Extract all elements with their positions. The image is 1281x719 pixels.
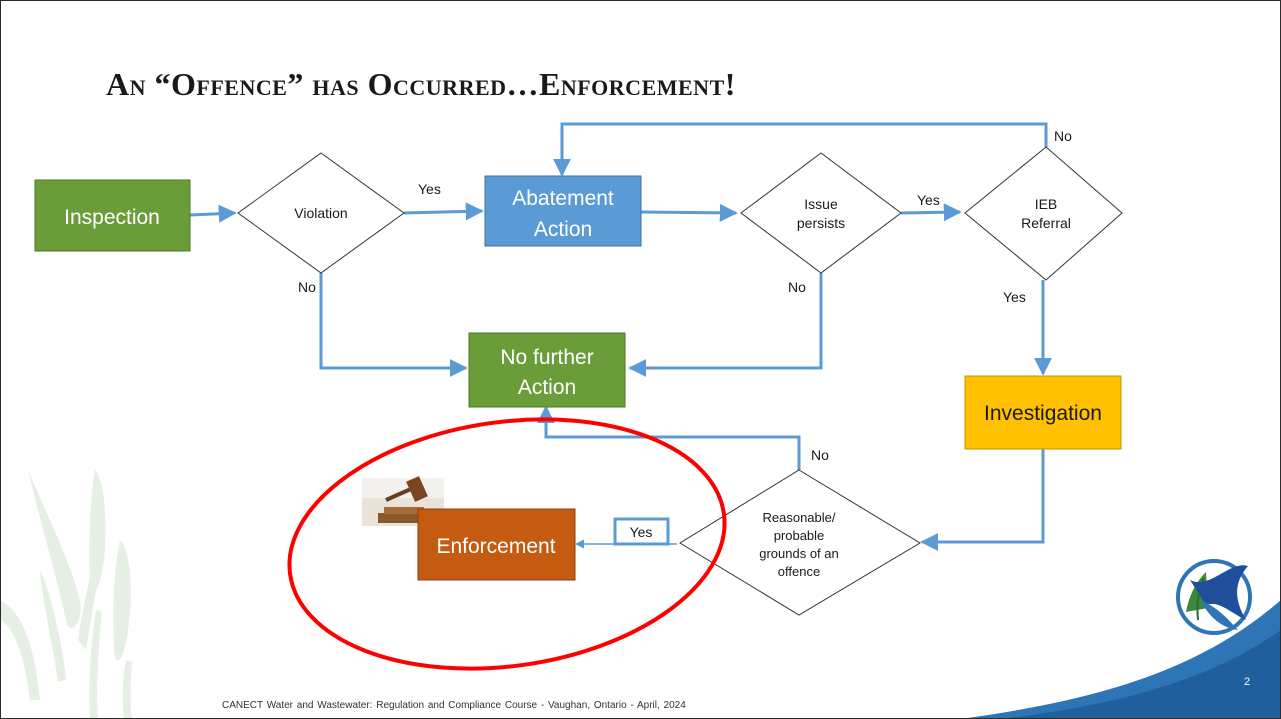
label-ieb-no: No [1054, 128, 1072, 144]
node-enforcement: Enforcement [417, 508, 576, 581]
svg-text:Issue: Issue [804, 196, 838, 212]
page-number: 2 [1244, 676, 1251, 688]
svg-text:probable: probable [774, 528, 825, 543]
svg-text:Enforcement: Enforcement [436, 535, 555, 558]
svg-text:Violation: Violation [294, 205, 347, 221]
node-no-further-action: No further Action [468, 332, 626, 408]
svg-text:Referral: Referral [1021, 215, 1071, 231]
edge-issue-nofurther [628, 273, 823, 377]
label-grounds-no: No [811, 447, 829, 463]
svg-text:grounds of an: grounds of an [759, 546, 839, 561]
svg-text:Abatement: Abatement [512, 187, 614, 210]
edge-ieb-abatement-loop [553, 122, 1048, 177]
svg-text:Reasonable/: Reasonable/ [763, 510, 836, 525]
label-grounds-yes: Yes [613, 517, 670, 546]
svg-text:Yes: Yes [630, 524, 653, 540]
label-ieb-yes: Yes [1003, 289, 1026, 305]
node-violation-decision: Violation [237, 152, 405, 274]
highlight-ellipse [287, 417, 727, 671]
svg-text:No further: No further [500, 346, 593, 369]
edge-violation-nofurther [319, 273, 468, 377]
svg-text:offence: offence [778, 564, 820, 579]
edge-violation-abatement [403, 202, 484, 221]
svg-text:Action: Action [534, 218, 592, 241]
node-reasonable-grounds-decision: Reasonable/ probable grounds of an offen… [679, 469, 921, 616]
edge-inspection-violation [189, 204, 237, 223]
edge-abatement-issue [640, 203, 738, 222]
edge-investigation-grounds [920, 449, 1045, 551]
svg-text:IEB: IEB [1035, 196, 1058, 212]
footer: CANECT Water and Wastewater: Regulation … [222, 700, 686, 711]
edge-issue-ieb [900, 203, 962, 222]
node-abatement-action: Abatement Action [484, 175, 642, 247]
edge-grounds-nofurther [537, 405, 801, 470]
label-issue-no: No [788, 279, 806, 295]
node-issue-persists-decision: Issue persists [740, 152, 902, 274]
svg-text:Investigation: Investigation [984, 402, 1102, 425]
svg-text:persists: persists [797, 215, 845, 231]
node-investigation: Investigation [964, 375, 1122, 450]
label-violation-no: No [298, 279, 316, 295]
svg-text:Inspection: Inspection [64, 206, 160, 229]
slide-title: An “Offence” has Occurred…Enforcement! [106, 66, 736, 102]
node-inspection: Inspection [34, 179, 191, 252]
svg-text:Action: Action [518, 376, 576, 399]
label-violation-yes: Yes [418, 181, 441, 197]
label-issue-yes: Yes [917, 192, 940, 208]
node-ieb-referral-decision: IEB Referral [964, 146, 1123, 281]
